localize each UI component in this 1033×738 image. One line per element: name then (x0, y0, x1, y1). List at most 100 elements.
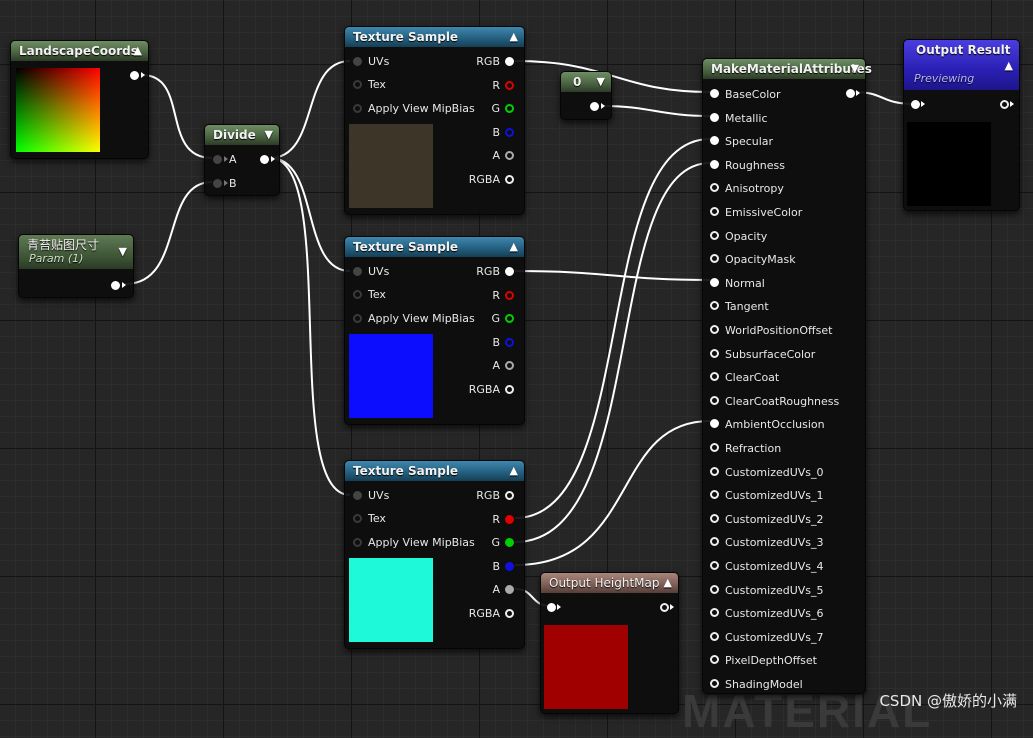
output-pin-g[interactable] (505, 104, 514, 113)
input-pin-mipbias[interactable] (353, 104, 362, 113)
output-pin-b[interactable] (505, 562, 514, 571)
input-pin[interactable] (547, 603, 556, 612)
pin-label-r: R (492, 79, 500, 92)
node-header[interactable]: Texture Sample ▲ (345, 237, 524, 257)
input-pin-tex[interactable] (353, 514, 362, 523)
output-pin-r[interactable] (505, 81, 514, 90)
input-pin-mipbias[interactable] (353, 314, 362, 323)
output-pin[interactable] (260, 155, 269, 164)
input-pin-customizeduvs_0[interactable] (710, 466, 719, 476)
input-pin-a[interactable] (213, 155, 222, 164)
node-header[interactable]: Divide ▼ (205, 125, 279, 145)
output-pin[interactable] (111, 281, 120, 290)
input-pin-customizeduvs_5[interactable] (710, 584, 719, 594)
pin-label-opacity: Opacity (725, 229, 768, 243)
dropdown-icon[interactable]: ▼ (264, 128, 273, 141)
node-header[interactable]: MakeMaterialAttributes ▼ (703, 59, 872, 79)
collapse-icon[interactable]: ▲ (509, 30, 518, 43)
input-pin-customizeduvs_7[interactable] (710, 631, 719, 641)
collapse-icon[interactable]: ▲ (133, 44, 142, 57)
output-pin[interactable] (1000, 100, 1009, 109)
node-header[interactable]: Texture Sample ▲ (345, 461, 524, 481)
collapse-icon[interactable]: ▲ (509, 464, 518, 477)
collapse-icon[interactable]: ▲ (663, 576, 672, 589)
param-node[interactable]: 青苔贴图尺寸 Param (1) ▼ (18, 234, 134, 298)
divide-node[interactable]: Divide ▼ A B (204, 124, 280, 196)
node-header[interactable]: 0 ▼ (561, 72, 611, 92)
node-header[interactable]: Texture Sample ▲ (345, 27, 524, 47)
dropdown-icon[interactable]: ▼ (118, 245, 127, 258)
texture-sample-node-1[interactable]: Texture Sample ▲ UVs Tex Apply View MipB… (344, 26, 525, 215)
input-pin-refraction[interactable] (710, 443, 719, 452)
output-pin-g[interactable] (505, 314, 514, 323)
output-pin-rgba[interactable] (505, 385, 514, 394)
input-pin-clearcoat[interactable] (710, 372, 719, 382)
output-pin-b[interactable] (505, 128, 514, 137)
input-pin-customizeduvs_6[interactable] (710, 608, 719, 618)
node-header[interactable]: LandscapeCoords ▲ (11, 41, 148, 61)
input-pin-metallic[interactable] (710, 112, 719, 122)
collapse-icon[interactable]: ▲ (509, 240, 518, 253)
node-header[interactable]: Output HeightMap ▲ (541, 573, 678, 593)
input-pin-uvs[interactable] (353, 267, 362, 276)
input-pin-customizeduvs_3[interactable] (710, 537, 719, 547)
output-pin-rgba[interactable] (505, 609, 514, 618)
output-pin[interactable] (130, 71, 139, 80)
input-pin-uvs[interactable] (353, 57, 362, 66)
input-pin-subsurfacecolor[interactable] (710, 348, 719, 358)
output-pin-rgb[interactable] (505, 491, 514, 500)
input-pin-basecolor[interactable] (710, 89, 719, 98)
pin-label-tangent: Tangent (725, 300, 769, 314)
output-pin-a[interactable] (505, 151, 514, 160)
node-header[interactable]: 青苔贴图尺寸 Param (1) ▼ (19, 235, 133, 269)
input-pin-tangent[interactable] (710, 301, 719, 311)
output-heightmap-node[interactable]: Output HeightMap ▲ (540, 572, 679, 714)
input-pin-customizeduvs_1[interactable] (710, 490, 719, 500)
constant-node[interactable]: 0 ▼ (560, 71, 612, 120)
output-pin-r[interactable] (505, 515, 514, 524)
input-pin-shadingmodel[interactable] (710, 679, 719, 688)
output-pin[interactable] (660, 603, 669, 612)
pin-label-rgba: RGBA (468, 607, 500, 620)
output-pin-rgba[interactable] (505, 175, 514, 184)
input-pin-emissivecolor[interactable] (710, 207, 719, 216)
input-pin-customizeduvs_2[interactable] (710, 513, 719, 523)
input-pin[interactable] (911, 100, 920, 109)
input-pin-anisotropy[interactable] (710, 183, 719, 193)
input-pin-opacitymask[interactable] (710, 254, 719, 264)
dropdown-icon[interactable]: ▼ (850, 62, 859, 75)
output-pin-a[interactable] (505, 585, 514, 594)
output-pin-r[interactable] (505, 291, 514, 300)
input-pin-customizeduvs_4[interactable] (710, 561, 719, 570)
input-pin-specular[interactable] (710, 136, 719, 146)
output-pin[interactable] (590, 102, 599, 111)
pin-label-r: R (492, 513, 500, 526)
input-pin-tex[interactable] (353, 80, 362, 89)
collapse-icon[interactable]: ▲ (1004, 59, 1013, 72)
texture-sample-node-2[interactable]: Texture Sample ▲ UVs Tex Apply View MipB… (344, 236, 525, 425)
output-pin-rgb[interactable] (505, 57, 514, 66)
dropdown-icon[interactable]: ▼ (596, 75, 605, 88)
output-pin[interactable] (846, 89, 855, 98)
input-pin-opacity[interactable] (710, 230, 719, 240)
input-pin-tex[interactable] (353, 290, 362, 299)
input-pin-mipbias[interactable] (353, 538, 362, 547)
output-pin-g[interactable] (505, 538, 514, 547)
node-header[interactable]: Output Result Previewing ▲ (904, 40, 1019, 90)
input-pin-normal[interactable] (710, 277, 719, 287)
input-pin-ambientocclusion[interactable] (710, 419, 719, 429)
output-result-node[interactable]: Output Result Previewing ▲ (903, 39, 1020, 211)
output-pin-a[interactable] (505, 361, 514, 370)
texture-sample-node-3[interactable]: Texture Sample ▲ UVs Tex Apply View MipB… (344, 460, 525, 649)
input-pin-pixeldepthoffset[interactable] (710, 655, 719, 665)
input-pin-uvs[interactable] (353, 491, 362, 500)
output-pin-b[interactable] (505, 338, 514, 347)
input-pin-b[interactable] (213, 179, 222, 188)
landscape-coords-node[interactable]: LandscapeCoords ▲ (10, 40, 149, 159)
arrow-icon (557, 604, 561, 610)
input-pin-roughness[interactable] (710, 159, 719, 169)
output-pin-rgb[interactable] (505, 267, 514, 276)
input-pin-clearcoatroughness[interactable] (710, 395, 719, 405)
input-pin-worldpositionoffset[interactable] (710, 325, 719, 334)
